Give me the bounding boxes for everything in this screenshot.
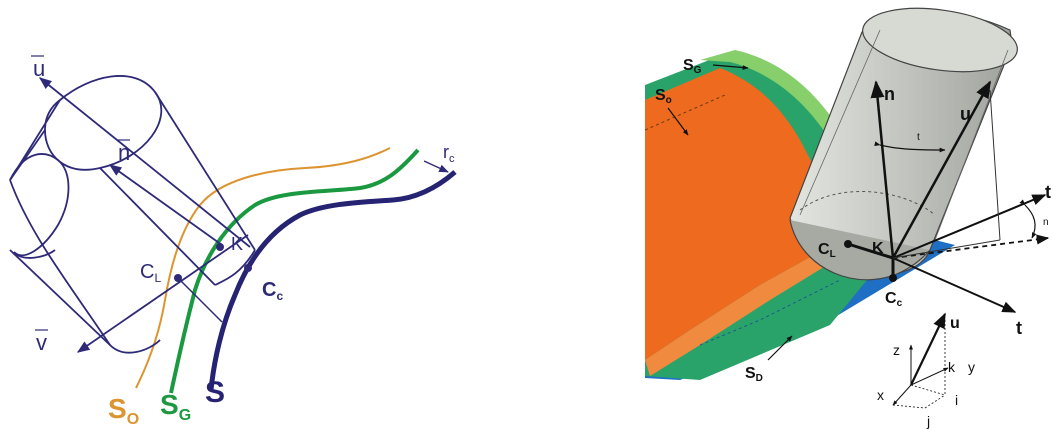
axis-x-label: x [877, 387, 884, 403]
cc-label-3d: Cc [885, 290, 903, 309]
axis-j-label: j [926, 413, 930, 429]
u-vector [891, 80, 992, 259]
projection-dashed [892, 234, 1050, 259]
cc-label: Cc [262, 279, 283, 303]
s-label: S [205, 376, 225, 409]
axis-i-label: i [955, 392, 958, 408]
t-angle-label: t [917, 132, 920, 143]
so-label: SO [108, 393, 139, 428]
n-axis [108, 164, 223, 246]
t-top-label: t [1045, 182, 1051, 202]
axis-k-label: k [948, 359, 956, 375]
coordinate-triad [892, 312, 949, 409]
so-label-3d: So [655, 87, 672, 106]
t-bottom-label: t [1016, 318, 1022, 338]
tool-cylinder [9, 75, 256, 354]
axis-z-label: z [893, 342, 900, 358]
k-point [216, 243, 224, 251]
n-angle-label: n [1043, 217, 1049, 228]
cl-label-3d: CL [818, 241, 836, 260]
tool-cylinder-3d [789, 7, 1018, 281]
n-vector [870, 80, 895, 259]
cl-point-3d [844, 240, 852, 248]
cl-point [174, 274, 182, 282]
cc-point [244, 264, 252, 272]
sg-label: SG [160, 389, 191, 424]
n-label-3d: n [884, 84, 895, 104]
u-label-3d: u [960, 104, 971, 124]
axis-y-label: y [968, 359, 975, 375]
right-diagram: SG So SD n u t t n t CL K Cc u z k y x i… [644, 7, 1051, 429]
so-surface [645, 68, 850, 360]
cl-label: CL [140, 261, 161, 285]
k-label-3d: K [872, 240, 884, 257]
sg-curve [169, 148, 420, 394]
axis-u-label: u [950, 315, 960, 332]
s-curve [208, 170, 457, 391]
cl-to-tool [177, 277, 223, 323]
left-diagram: u n v K CL Cc rc SO SG S [9, 55, 457, 428]
rc-arrow [423, 160, 449, 173]
v-axis [76, 234, 249, 353]
n-label: n [118, 140, 130, 165]
rc-label: rc [443, 142, 455, 165]
u-label: u [33, 56, 45, 81]
cc-point-3d [889, 274, 897, 282]
t-bottom-vector [892, 257, 1017, 313]
v-label: v [36, 330, 47, 355]
u-axis [39, 77, 251, 248]
sg-label-3d: SG [683, 57, 702, 76]
k-label: K [231, 234, 243, 254]
so-curve [135, 147, 391, 389]
sd-label-3d: SD [745, 365, 763, 384]
cl-to-k [847, 242, 894, 260]
